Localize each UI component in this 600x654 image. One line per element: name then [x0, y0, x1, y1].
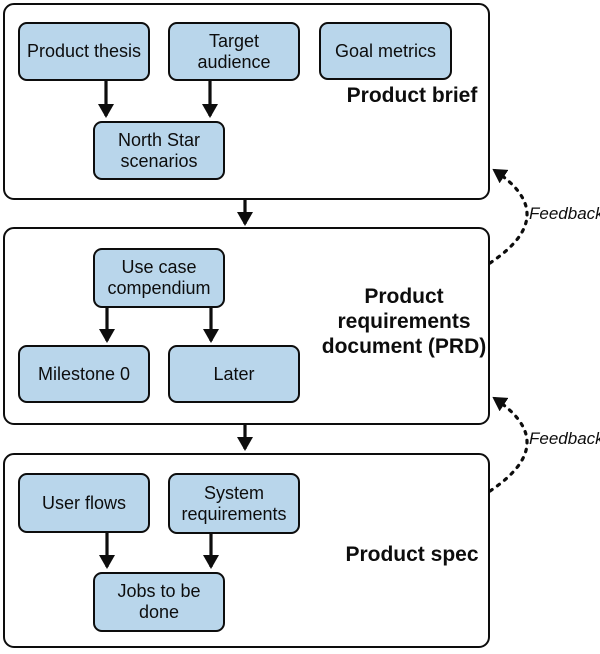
node-product-thesis: Product thesis — [18, 22, 150, 81]
node-north-star-scenarios: North Star scenarios — [93, 121, 225, 180]
section-label-product-spec: Product spec — [345, 543, 479, 566]
feedback-arrow-spec-to-prd — [488, 396, 529, 493]
node-user-flows: User flows — [18, 473, 150, 533]
node-goal-metrics: Goal metrics — [319, 22, 452, 80]
node-jobs-to-be-done: Jobs to be done — [93, 572, 225, 632]
node-use-case-compendium: Use case compendium — [93, 248, 225, 308]
section-label-prd: Product requirements document (PRD) — [321, 285, 487, 358]
node-target-audience: Target audience — [168, 22, 300, 81]
feedback-label-spec-to-prd: Feedback — [529, 429, 600, 448]
node-milestone-0: Milestone 0 — [18, 345, 150, 403]
section-label-product-brief: Product brief — [346, 84, 478, 107]
feedback-label-prd-to-brief: Feedback — [529, 204, 600, 223]
node-system-requirements: System requirements — [168, 473, 300, 534]
feedback-arrow-prd-to-brief — [488, 168, 529, 265]
node-later: Later — [168, 345, 300, 403]
